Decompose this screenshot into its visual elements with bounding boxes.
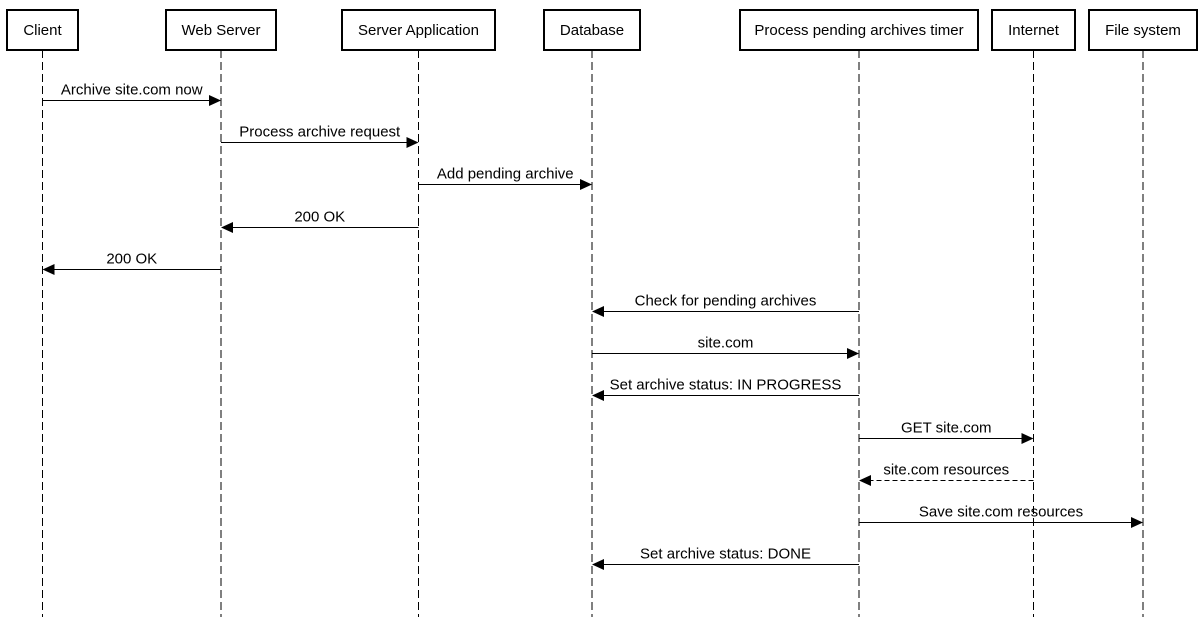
actor-label: Client bbox=[23, 22, 62, 39]
message-label: 200 OK bbox=[106, 251, 157, 268]
message-label: Process archive request bbox=[239, 124, 401, 141]
message: site.com bbox=[592, 335, 859, 359]
arrowhead bbox=[592, 559, 604, 570]
arrowhead bbox=[592, 306, 604, 317]
actor-label: Database bbox=[560, 22, 624, 39]
message-label: Set archive status: DONE bbox=[640, 546, 811, 563]
actor-web: Web Server bbox=[165, 9, 277, 51]
actor-label: Process pending archives timer bbox=[754, 22, 963, 39]
arrowhead bbox=[859, 475, 871, 486]
actor-box bbox=[543, 9, 641, 51]
message-label: site.com bbox=[698, 335, 754, 352]
actor-internet: Internet bbox=[991, 9, 1076, 51]
message-label: Set archive status: IN PROGRESS bbox=[610, 377, 842, 394]
actor-box bbox=[165, 9, 277, 51]
actor-label: Server Application bbox=[358, 22, 479, 39]
actor-box bbox=[1088, 9, 1198, 51]
message-label: 200 OK bbox=[294, 209, 345, 226]
arrowhead bbox=[221, 222, 233, 233]
actor-timer: Process pending archives timer bbox=[739, 9, 979, 51]
arrowhead bbox=[1131, 517, 1143, 528]
message: Set archive status: IN PROGRESS bbox=[592, 377, 859, 401]
message: Set archive status: DONE bbox=[592, 546, 859, 570]
arrowhead bbox=[1021, 433, 1034, 444]
arrowhead bbox=[209, 95, 221, 106]
message: 200 OK bbox=[42, 251, 221, 275]
message: Archive site.com now bbox=[42, 82, 221, 106]
message: site.com resources bbox=[859, 462, 1034, 486]
message: Add pending archive bbox=[418, 166, 592, 190]
arrowhead bbox=[592, 390, 604, 401]
actor-box bbox=[991, 9, 1076, 51]
message: Check for pending archives bbox=[592, 293, 859, 317]
actor-label: Web Server bbox=[182, 22, 261, 39]
actor-db: Database bbox=[543, 9, 641, 51]
actor-box bbox=[739, 9, 979, 51]
arrowhead bbox=[847, 348, 859, 359]
message: 200 OK bbox=[221, 209, 419, 233]
message: Save site.com resources bbox=[859, 504, 1143, 528]
actor-label: File system bbox=[1105, 22, 1181, 39]
message-label: Check for pending archives bbox=[635, 293, 817, 310]
actor-label: Internet bbox=[1008, 22, 1060, 39]
actor-app: Server Application bbox=[341, 9, 496, 51]
message-label: site.com resources bbox=[883, 462, 1009, 479]
message-label: Archive site.com now bbox=[61, 82, 203, 99]
arrowhead bbox=[42, 264, 55, 275]
arrowhead bbox=[580, 179, 592, 190]
message-label: Add pending archive bbox=[437, 166, 574, 183]
message-label: GET site.com bbox=[901, 420, 992, 437]
actor-box bbox=[341, 9, 496, 51]
message: Process archive request bbox=[221, 124, 419, 148]
message-label: Save site.com resources bbox=[919, 504, 1083, 521]
actor-client: Client bbox=[6, 9, 79, 51]
actor-fs: File system bbox=[1088, 9, 1198, 51]
actor-box bbox=[6, 9, 79, 51]
message: GET site.com bbox=[859, 420, 1034, 444]
arrowhead bbox=[406, 137, 419, 148]
